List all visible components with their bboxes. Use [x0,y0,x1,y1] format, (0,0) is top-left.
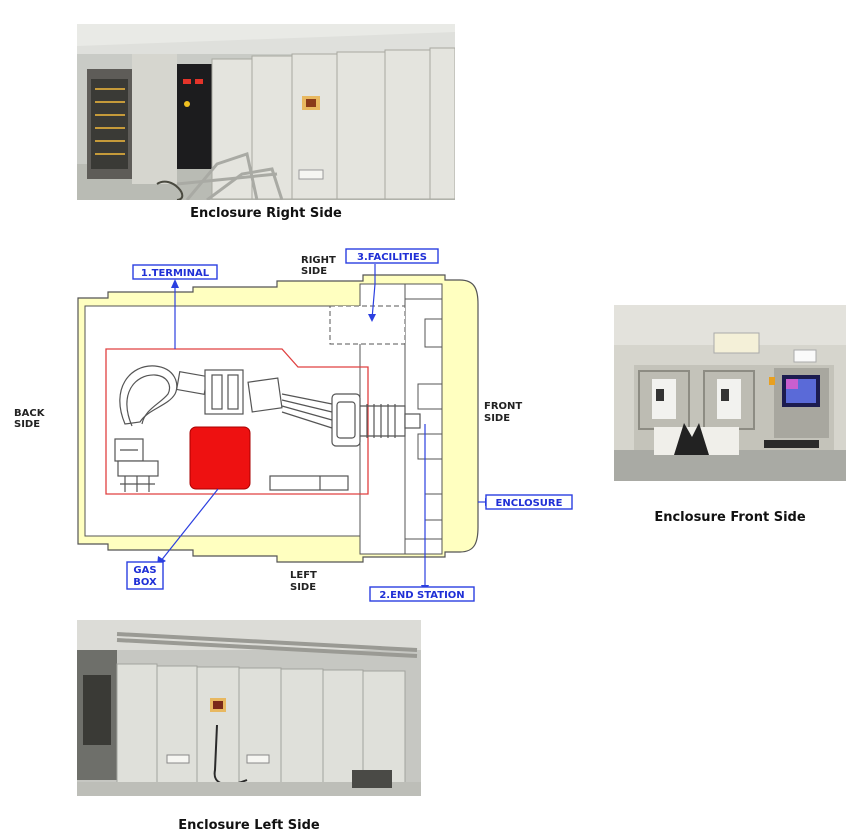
side-label-left-2: SIDE [290,582,316,593]
callout-enclosure: ENCLOSURE [485,494,573,510]
photo-enclosure-front-side [614,305,846,481]
callout-facilities: 3.FACILITIES [345,248,439,264]
callout-end-station-label: 2.END STATION [379,590,464,601]
side-label-right-2: SIDE [301,266,327,277]
callout-end-station: 2.END STATION [369,586,475,602]
side-label-back-2: SIDE [14,419,40,430]
side-label-front-2: SIDE [484,413,510,424]
enclosure-layout-diagram: 1.TERMINAL 3.FACILITIES ENCLOSURE 2.END … [14,248,573,602]
terminal-outline [105,348,369,495]
side-label-right-1: RIGHT [301,255,336,266]
callout-enclosure-label: ENCLOSURE [496,498,563,509]
photo-enclosure-right-side [77,24,455,200]
side-label-front-1: FRONT [484,401,522,412]
caption-enclosure-left-side: Enclosure Left Side [178,818,320,833]
photo-enclosure-left-side [77,620,421,796]
callout-terminal: 1.TERMINAL [132,264,218,280]
callout-gas-box-label-2: BOX [133,577,157,588]
caption-enclosure-front-side: Enclosure Front Side [654,510,806,525]
callout-gas-box: GAS BOX [126,561,164,590]
gas-box [189,426,251,490]
beamline-components [114,365,421,492]
side-label-back-1: BACK [14,408,46,419]
caption-enclosure-right-side: Enclosure Right Side [190,206,342,221]
callout-facilities-label: 3.FACILITIES [357,252,427,263]
inner-room [84,305,361,537]
side-label-left-1: LEFT [290,570,317,581]
callout-gas-box-label-1: GAS [133,565,156,576]
callout-terminal-label: 1.TERMINAL [141,268,210,279]
